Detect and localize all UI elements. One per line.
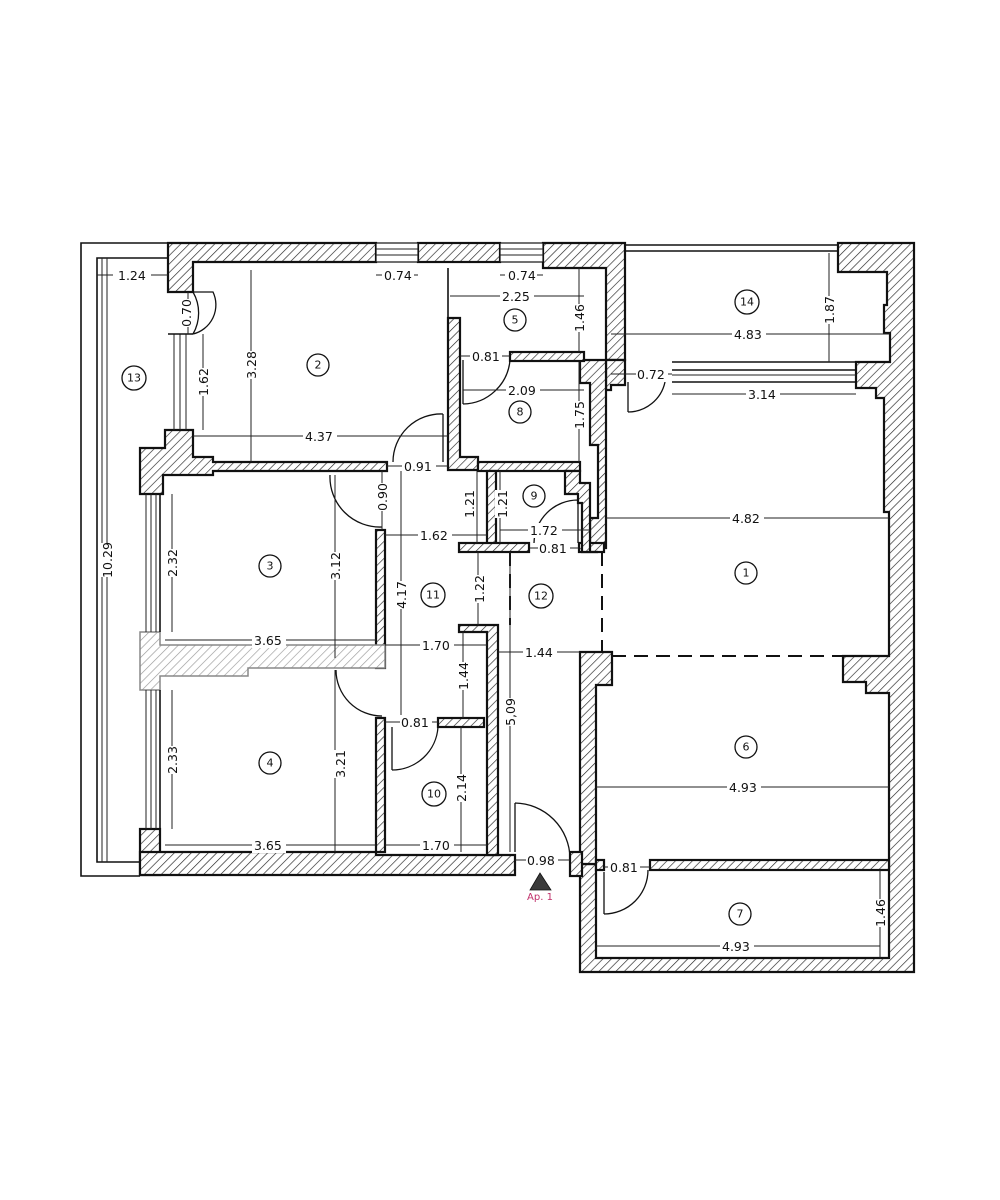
window-top-1 bbox=[375, 242, 419, 263]
door-2 bbox=[392, 413, 444, 463]
room-marker-13: 13 bbox=[121, 365, 147, 391]
dim-3-28: 3.28 bbox=[244, 351, 259, 379]
dim-3-12: 3.12 bbox=[328, 552, 343, 580]
dim-1-70-room10: 1.70 bbox=[422, 838, 450, 853]
window-14 bbox=[672, 361, 856, 383]
dim-10-29: 10.29 bbox=[100, 542, 115, 578]
dim-1-87: 1.87 bbox=[822, 296, 837, 324]
dim-0-81-room7: 0.81 bbox=[610, 860, 638, 875]
dim-4-93-room6: 4.93 bbox=[729, 780, 757, 795]
dim-3-65-room4: 3.65 bbox=[254, 838, 282, 853]
svg-text:2: 2 bbox=[315, 359, 322, 372]
room-marker-14: 14 bbox=[734, 289, 760, 315]
dim-2-25: 2.25 bbox=[502, 289, 530, 304]
room-marker-5: 5 bbox=[503, 308, 527, 332]
open-boundary-room-1 bbox=[509, 552, 843, 657]
window-room-13 bbox=[168, 333, 193, 430]
room-marker-3: 3 bbox=[258, 554, 282, 578]
dim-1-44-horizontal: 1.44 bbox=[525, 645, 553, 660]
dim-1-44-vertical: 1.44 bbox=[456, 662, 471, 690]
entrance-label: Ap. 1 bbox=[527, 892, 553, 903]
door-entrance bbox=[514, 802, 571, 859]
svg-text:6: 6 bbox=[743, 741, 750, 754]
room-marker-7: 7 bbox=[728, 902, 752, 926]
svg-text:1: 1 bbox=[743, 567, 750, 580]
dim-2-14: 2.14 bbox=[454, 774, 469, 802]
dim-0-74-b: 0.74 bbox=[508, 268, 536, 283]
door-10 bbox=[391, 726, 439, 771]
dim-0-98: 0.98 bbox=[527, 853, 555, 868]
room-marker-4: 4 bbox=[258, 751, 282, 775]
svg-text:9: 9 bbox=[531, 490, 538, 503]
dim-3-65-room3: 3.65 bbox=[254, 633, 282, 648]
dim-0-91: 0.91 bbox=[404, 459, 432, 474]
dim-1-72: 1.72 bbox=[530, 523, 558, 538]
door-8 bbox=[462, 359, 511, 405]
entrance-marker: Ap. 1 bbox=[527, 872, 553, 903]
door-3 bbox=[329, 474, 383, 528]
dim-5-09: 5,09 bbox=[503, 698, 518, 726]
dim-1-62-hall: 1.62 bbox=[420, 528, 448, 543]
dim-1-21-b: 1.21 bbox=[495, 490, 510, 518]
dim-3-14: 3.14 bbox=[748, 387, 776, 402]
window-room-4 bbox=[145, 690, 161, 829]
dim-1-46-room7: 1.46 bbox=[873, 899, 888, 927]
room-markers: 1 2 3 4 5 6 7 8 9 10 11 12 13 14 bbox=[121, 289, 760, 926]
room-marker-2: 2 bbox=[306, 353, 330, 377]
svg-text:5: 5 bbox=[512, 314, 519, 327]
room-marker-12: 12 bbox=[528, 583, 554, 609]
dim-0-90: 0.90 bbox=[375, 483, 390, 511]
room-marker-10: 10 bbox=[421, 781, 447, 807]
svg-text:10: 10 bbox=[427, 788, 441, 801]
room-marker-11: 11 bbox=[420, 582, 446, 608]
door-14 bbox=[627, 381, 666, 413]
doors bbox=[192, 291, 666, 915]
dim-1-46-room5: 1.46 bbox=[572, 304, 587, 332]
dim-4-37: 4.37 bbox=[305, 429, 333, 444]
room-marker-8: 8 bbox=[508, 400, 532, 424]
dim-0-74-a: 0.74 bbox=[384, 268, 412, 283]
dim-1-75: 1.75 bbox=[572, 401, 587, 429]
dim-2-33: 2.33 bbox=[165, 746, 180, 774]
dim-1-22: 1.22 bbox=[472, 575, 487, 603]
door-4 bbox=[335, 669, 383, 717]
dim-0-72: 0.72 bbox=[637, 367, 665, 382]
dim-3-21: 3.21 bbox=[333, 750, 348, 778]
dim-1-70-hall: 1.70 bbox=[422, 638, 450, 653]
room-marker-9: 9 bbox=[522, 484, 546, 508]
entrance-triangle-icon bbox=[529, 872, 552, 891]
dim-2-32: 2.32 bbox=[165, 549, 180, 577]
dim-4-83: 4.83 bbox=[734, 327, 762, 342]
svg-text:11: 11 bbox=[426, 589, 440, 602]
dim-1-21-a: 1.21 bbox=[462, 490, 477, 518]
door-13 bbox=[192, 291, 217, 335]
dim-4-93-room7: 4.93 bbox=[722, 939, 750, 954]
door-7 bbox=[603, 869, 649, 915]
svg-text:8: 8 bbox=[517, 406, 524, 419]
svg-text:13: 13 bbox=[127, 372, 141, 385]
dim-4-17: 4.17 bbox=[394, 581, 409, 609]
dim-0-70: 0.70 bbox=[179, 299, 194, 327]
window-top-2 bbox=[499, 242, 544, 263]
dim-0-81-room9: 0.81 bbox=[539, 541, 567, 556]
balcony-13-outline bbox=[80, 242, 168, 877]
dim-1-24: 1.24 bbox=[118, 268, 146, 283]
window-room-3 bbox=[145, 494, 161, 632]
svg-text:7: 7 bbox=[737, 908, 744, 921]
svg-text:14: 14 bbox=[740, 296, 754, 309]
svg-text:4: 4 bbox=[267, 757, 274, 770]
dim-4-82: 4.82 bbox=[732, 511, 760, 526]
dim-2-09: 2.09 bbox=[508, 383, 536, 398]
svg-text:12: 12 bbox=[534, 590, 548, 603]
dim-0-81-room8: 0.81 bbox=[472, 349, 500, 364]
room-marker-6: 6 bbox=[734, 735, 758, 759]
dimension-labels: 1.24 0.74 0.74 2.25 0.81 2.09 4.37 0.91 … bbox=[113, 268, 780, 954]
walls bbox=[138, 241, 916, 974]
svg-text:3: 3 bbox=[267, 560, 274, 573]
room-marker-1: 1 bbox=[734, 561, 758, 585]
dimension-labels-vertical: 0.70 1.62 3.28 1.46 1.75 1.87 0.90 3.12 … bbox=[100, 296, 888, 927]
dim-0-81-room10: 0.81 bbox=[401, 715, 429, 730]
dim-1-62-window: 1.62 bbox=[196, 368, 211, 396]
